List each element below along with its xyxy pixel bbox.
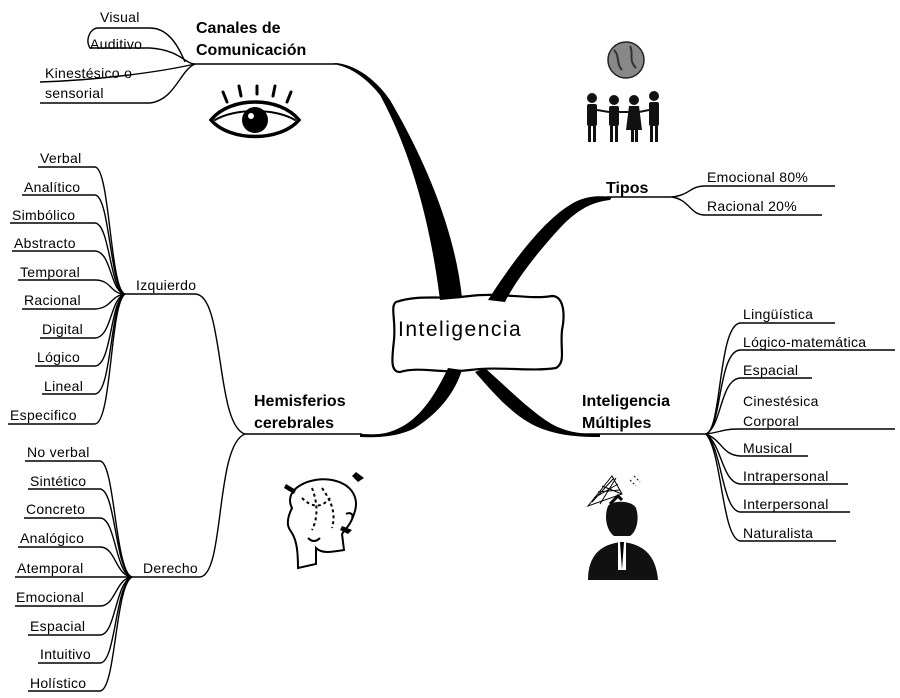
multiples-item-linguistica: Lingüística [743, 306, 814, 322]
hemisferios-title-line1: Hemisferios [254, 393, 346, 410]
izquierdo-item-verbal: Verbal [40, 150, 82, 166]
canales-links [39, 27, 336, 104]
main-branches [330, 63, 612, 438]
derecho-item-sintetico: Sintético [30, 473, 87, 489]
derecho-item-atemporal: Atemporal [17, 560, 84, 576]
derecho-item-espacial: Espacial [30, 618, 86, 634]
hemisferios-links [125, 293, 362, 578]
canales-item-auditivo: Auditivo [90, 36, 143, 52]
center-label: Inteligencia [398, 318, 523, 341]
izquierdo-item-abstracto: Abstracto [14, 235, 76, 251]
derecho-item-emocional: Emocional [16, 589, 85, 605]
izquierdo-item-analitico: Analítico [24, 179, 81, 195]
izquierdo-item-digital: Digital [42, 321, 84, 337]
multiples-title-line2: Múltiples [582, 415, 652, 432]
izquierdo-item-lineal: Lineal [44, 378, 84, 394]
derecho-label: Derecho [143, 560, 199, 576]
izquierdo-item-logico: Lógico [37, 349, 81, 365]
multiples-item-musical: Musical [743, 440, 793, 456]
globe-people-icon [587, 41, 659, 142]
canales-title-line2: Comunicación [196, 42, 307, 59]
izquierdo-label: Izquierdo [136, 277, 197, 293]
multiples-item-naturalista: Naturalista [743, 525, 814, 541]
izquierdo-item-temporal: Temporal [20, 264, 80, 280]
multiples-item-intrapersonal: Intrapersonal [743, 468, 829, 484]
multiples-item-espacial: Espacial [743, 362, 799, 378]
canales-item-sensorial: sensorial [45, 85, 104, 101]
head-hemispheres-icon [284, 472, 364, 570]
multiples-title-line1: Inteligencia [582, 393, 671, 410]
multiples-links [580, 322, 895, 542]
canales-item-kinestesico: Kinestésico o [45, 65, 133, 81]
tipos-links [606, 185, 835, 216]
tipos-item-racional: Racional 20% [707, 198, 797, 214]
izquierdo-item-simbolico: Simbólico [12, 207, 76, 223]
canales-title-line1: Canales de [196, 20, 281, 37]
center-box [391, 293, 565, 374]
multiples-item-corporal: Corporal [743, 413, 800, 429]
izquierdo-links [8, 166, 126, 425]
izquierdo-item-racional: Racional [24, 292, 81, 308]
derecho-item-intuitivo: Intuitivo [40, 646, 91, 662]
derecho-item-analogico: Analógico [20, 530, 85, 546]
derecho-item-holistico: Holístico [30, 675, 87, 691]
tipos-item-emocional: Emocional 80% [707, 169, 809, 185]
multiples-item-interpersonal: Interpersonal [743, 496, 829, 512]
multiples-item-logico-matematica: Lógico-matemática [743, 334, 867, 350]
multiples-item-cinestesica: Cinestésica [743, 393, 819, 409]
canales-item-visual: Visual [100, 9, 140, 25]
tipos-title: Tipos [606, 180, 649, 197]
derecho-item-no-verbal: No verbal [27, 444, 90, 460]
hemisferios-title-line2: cerebrales [254, 415, 335, 432]
derecho-links [15, 460, 133, 692]
thinker-net-icon [586, 475, 658, 580]
izquierdo-item-especifico: Especifico [10, 407, 77, 423]
derecho-item-concreto: Concreto [26, 501, 86, 517]
eye-icon [208, 84, 302, 139]
